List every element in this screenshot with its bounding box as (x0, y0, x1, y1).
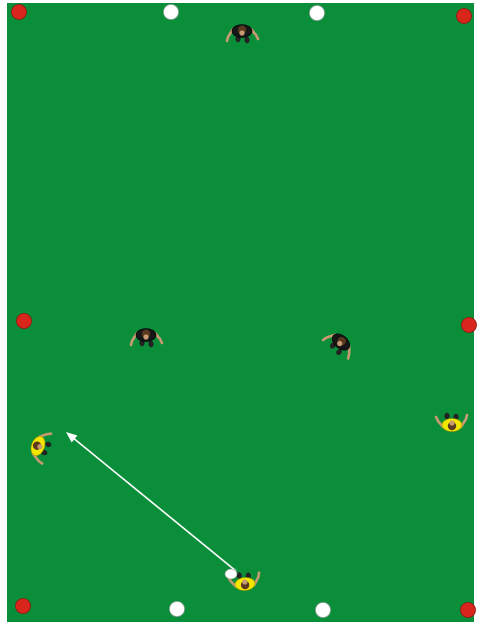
goal-marker-bottom-left-post (170, 602, 185, 617)
pitch-surface (7, 3, 474, 622)
goal-marker-top-left-post (164, 5, 179, 20)
goal-marker-top-right-post (310, 6, 325, 21)
boundary-cone-bottom-right (461, 603, 476, 618)
boundary-cone-top-left (12, 5, 27, 20)
ball-layer (225, 569, 237, 579)
boundary-cone-mid-left (17, 314, 32, 329)
boundary-cone-top-right (457, 9, 472, 24)
boundary-cone-bottom-left (16, 599, 31, 614)
boundary-cone-mid-right (462, 318, 477, 333)
goal-marker-bottom-right-post (316, 603, 331, 618)
match-ball (225, 569, 237, 579)
